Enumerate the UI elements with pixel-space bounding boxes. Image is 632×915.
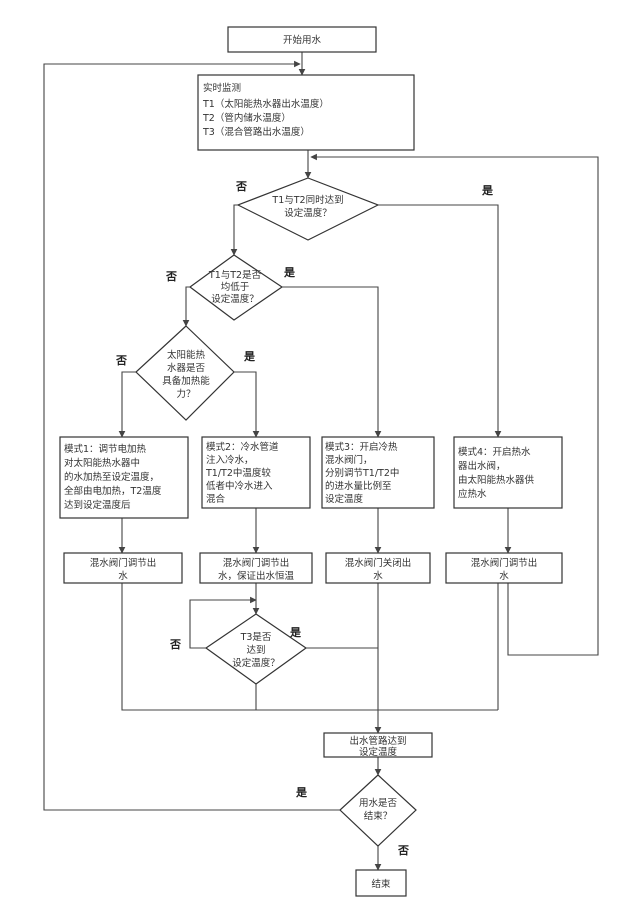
a3-line: 混水阀门关闭出 (345, 557, 412, 569)
m4-line: 模式4：开启热水 (458, 446, 531, 458)
end-node: 结束 (356, 870, 406, 896)
decision-d1: T1与T2同时达到 设定温度？ (238, 178, 378, 240)
end-line: 结束 (371, 878, 391, 890)
m2-line: 混合 (206, 493, 226, 505)
action-3-box: 混水阀门关闭出 水 (326, 553, 430, 583)
yes-label: 是 (289, 626, 302, 639)
yes-label: 是 (243, 350, 256, 363)
a2-line: 混水阀门调节出 (223, 557, 290, 569)
yes-label: 是 (295, 786, 308, 799)
m3-line: 的进水量比例至 (325, 480, 392, 492)
no-label: 否 (165, 270, 177, 283)
decision-d5: 用水是否 结束？ (340, 775, 416, 846)
detect-line: T2（管内储水温度） (202, 112, 291, 124)
yes-label: 是 (481, 184, 494, 197)
out-line: 出水管路达到 (349, 735, 406, 747)
d2-line: 均低于 (221, 281, 250, 293)
m4-line: 器出水阀， (458, 460, 506, 472)
no-label: 否 (169, 638, 181, 651)
no-label: 否 (115, 354, 127, 367)
action-1-box: 混水阀门调节出 水 (64, 553, 182, 583)
decision-d2: T1与T2是否 均低于 设定温度？ (190, 255, 282, 320)
d3-line: 力？ (176, 388, 195, 400)
m4-line: 由太阳能热水器供 (458, 474, 535, 486)
d3-line: 水器是否 (167, 362, 206, 374)
a2-line: 水，保证出水恒温 (218, 570, 295, 582)
d4-line: 设定温度？ (232, 657, 280, 669)
d2-line: 设定温度？ (211, 293, 259, 305)
out-line: 设定温度 (359, 746, 398, 758)
a4-line: 水 (499, 570, 509, 582)
m2-line: T1/T2中温度较 (205, 467, 271, 479)
start-node: 开始用水 (228, 27, 376, 52)
mode-2-box: 模式2：冷水管道 注入冷水， T1/T2中温度较 低者中冷水进入 混合 (202, 437, 310, 508)
m3-line: 设定温度 (325, 493, 364, 505)
d1-line: T1与T2同时达到 (271, 194, 343, 206)
m1-line: 达到设定温度后 (64, 499, 131, 511)
decision-d3: 太阳能热 水器是否 具备加热能 力？ (136, 326, 234, 420)
d3-line: 具备加热能 (162, 375, 210, 387)
mode-1-box: 模式1：调节电加热 对太阳能热水器中 的水加热至设定温度， 全部由电加热，T2温… (60, 437, 188, 518)
m1-line: 模式1：调节电加热 (64, 443, 147, 455)
d5-line: 结束？ (364, 810, 393, 822)
m2-line: 低者中冷水进入 (206, 480, 273, 492)
m3-line: 模式3：开启冷热 (325, 441, 398, 453)
m1-line: 全部由电加热，T2温度 (64, 485, 162, 497)
detect-node: 实时监测 T1（太阳能热水器出水温度） T2（管内储水温度） T3（混合管路出水… (198, 75, 414, 150)
no-label: 否 (235, 180, 247, 193)
output-box: 出水管路达到 设定温度 (324, 733, 432, 758)
a4-line: 混水阀门调节出 (471, 557, 538, 569)
d4-line: T3是否 (240, 632, 272, 643)
m1-line: 对太阳能热水器中 (64, 457, 140, 469)
decision-d4: T3是否 达到 设定温度？ (206, 614, 306, 684)
d4-line: 达到 (246, 644, 265, 656)
no-label: 否 (397, 844, 409, 857)
mode-3-box: 模式3：开启冷热 混水阀门， 分别调节T1/T2中 的进水量比例至 设定温度 (322, 437, 434, 508)
m3-line: 分别调节T1/T2中 (325, 467, 399, 479)
mode-4-box: 模式4：开启热水 器出水阀， 由太阳能热水器供 应热水 (454, 437, 562, 508)
d3-line: 太阳能热 (167, 349, 206, 361)
a1-line: 混水阀门调节出 (90, 557, 157, 569)
start-line: 开始用水 (283, 34, 322, 46)
d1-line: 设定温度？ (284, 207, 332, 219)
m4-line: 应热水 (458, 488, 487, 500)
yes-label: 是 (283, 266, 296, 279)
detect-line: 实时监测 (203, 82, 241, 94)
action-2-box: 混水阀门调节出 水，保证出水恒温 (200, 553, 312, 583)
d5-line: 用水是否 (359, 797, 398, 809)
a1-line: 水 (118, 570, 128, 582)
a3-line: 水 (373, 570, 383, 582)
m2-line: 模式2：冷水管道 (206, 441, 279, 453)
m1-line: 的水加热至设定温度， (64, 471, 159, 483)
detect-line: T3（混合管路出水温度） (202, 126, 310, 138)
m3-line: 混水阀门， (325, 454, 373, 466)
d2-line: T1与T2是否 (208, 270, 262, 281)
m2-line: 注入冷水， (206, 454, 254, 466)
action-4-box: 混水阀门调节出 水 (446, 553, 562, 583)
detect-line: T1（太阳能热水器出水温度） (202, 98, 329, 110)
